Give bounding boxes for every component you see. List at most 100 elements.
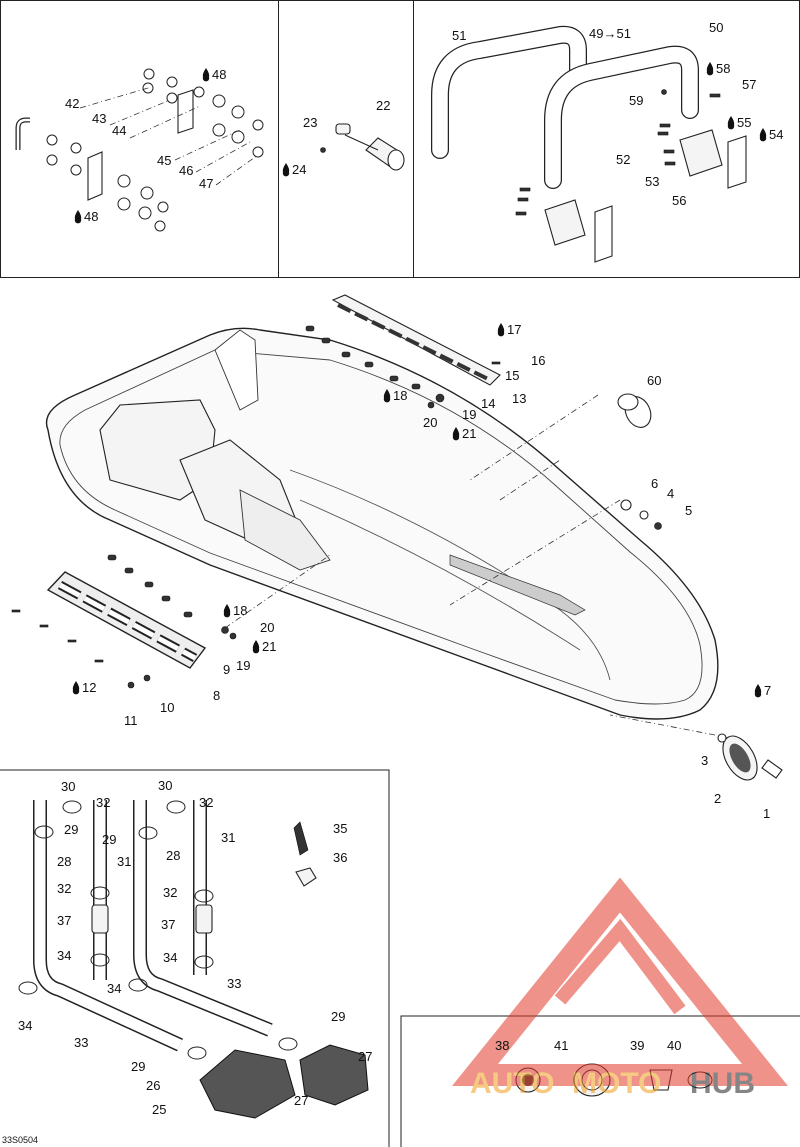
part-label-l21b: 21 [262, 639, 276, 654]
lower-footrest [11, 554, 237, 689]
leader-lines [224, 394, 716, 736]
oil-drop-icon [727, 116, 735, 130]
part-label-l59: 59 [629, 93, 643, 108]
part-label-l41: 41 [554, 1038, 568, 1053]
part-label-l21: 21 [462, 426, 476, 441]
part-label-l15: 15 [505, 368, 519, 383]
part-label-l29c: 29 [331, 1009, 345, 1024]
part-label-l31: 31 [117, 854, 131, 869]
part-label-l20: 20 [423, 415, 437, 430]
part-label-l14: 14 [481, 396, 495, 411]
part-label-l56: 56 [672, 193, 686, 208]
part-label-l32d: 32 [163, 885, 177, 900]
hose-assembly [18, 800, 369, 1119]
part-label-l54: 54 [769, 127, 783, 142]
part-label-l3: 3 [701, 753, 708, 768]
part-label-l9: 9 [223, 662, 230, 677]
part-label-l52: 52 [616, 152, 630, 167]
oil-drop-icon [252, 640, 260, 654]
part-label-l32: 32 [96, 795, 110, 810]
part-label-l19: 19 [462, 407, 476, 422]
part-label-l38: 38 [495, 1038, 509, 1053]
part-label-l30: 30 [61, 779, 75, 794]
oil-drop-icon [282, 163, 290, 177]
part-label-l24: 24 [292, 162, 306, 177]
oil-drop-icon [759, 128, 767, 142]
part-label-l49: 49→51 [589, 26, 631, 41]
part-label-l34: 34 [57, 948, 71, 963]
part-label-l27b: 27 [294, 1093, 308, 1108]
watermark-hub: HUB [690, 1067, 755, 1100]
upper-footrest [305, 294, 501, 409]
part-label-l28b: 28 [166, 848, 180, 863]
rear-handle-group [431, 25, 747, 263]
part-label-l26: 26 [146, 1078, 160, 1093]
oil-drop-icon [383, 389, 391, 403]
part-label-l42: 42 [65, 96, 79, 111]
part-label-l45: 45 [157, 153, 171, 168]
part-label-l17: 17 [507, 322, 521, 337]
part-label-l57: 57 [742, 77, 756, 92]
part-label-l33: 33 [227, 976, 241, 991]
part-label-l16: 16 [531, 353, 545, 368]
part-label-l37: 37 [57, 913, 71, 928]
part-label-l32b: 32 [199, 795, 213, 810]
part-label-l46: 46 [179, 163, 193, 178]
part-label-l19b: 19 [236, 658, 250, 673]
part-label-l50: 50 [709, 20, 723, 35]
hull [45, 327, 719, 720]
part-label-l34b: 34 [163, 950, 177, 965]
part-label-l20b: 20 [260, 620, 274, 635]
watermark-moto: MOTO [572, 1067, 661, 1100]
part-label-l35: 35 [333, 821, 347, 836]
part-label-l51: 51 [452, 28, 466, 43]
part-label-l13: 13 [512, 391, 526, 406]
oil-drop-icon [74, 210, 82, 224]
bow-parts [617, 393, 783, 781]
part-label-l60: 60 [647, 373, 661, 388]
part-label-l29b: 29 [102, 832, 116, 847]
oil-drop-icon [754, 684, 762, 698]
part-label-l8: 8 [213, 688, 220, 703]
part-label-l34d: 34 [18, 1018, 32, 1033]
part-label-l11: 11 [124, 713, 138, 728]
part-label-l58: 58 [716, 61, 730, 76]
part-label-l48: 48 [212, 67, 226, 82]
part-label-l18b: 18 [233, 603, 247, 618]
part-label-l32c: 32 [57, 881, 71, 896]
part-label-l2: 2 [714, 791, 721, 806]
oil-drop-icon [706, 62, 714, 76]
part-label-l29: 29 [64, 822, 78, 837]
part-label-l33b: 33 [74, 1035, 88, 1050]
oil-drop-icon [497, 323, 505, 337]
part-label-l47: 47 [199, 176, 213, 191]
part-label-l53: 53 [645, 174, 659, 189]
part-label-l48b: 48 [84, 209, 98, 224]
part-label-l4: 4 [667, 486, 674, 501]
part-label-l30b: 30 [158, 778, 172, 793]
oil-drop-icon [452, 427, 460, 441]
part-label-l27: 27 [358, 1049, 372, 1064]
part-label-l37b: 37 [161, 917, 175, 932]
part-label-l23: 23 [303, 115, 317, 130]
part-label-l18: 18 [393, 388, 407, 403]
part-label-l36: 36 [333, 850, 347, 865]
reference-code: 33S0504 [2, 1135, 38, 1145]
part-label-l10: 10 [160, 700, 174, 715]
part-label-l34c: 34 [107, 981, 121, 996]
part-label-l6: 6 [651, 476, 658, 491]
part-label-l29d: 29 [131, 1059, 145, 1074]
watermark-auto: AUTO [470, 1067, 554, 1100]
part-label-l43: 43 [92, 111, 106, 126]
grab-handle-group [15, 43, 264, 232]
part-label-l28: 28 [57, 854, 71, 869]
part-label-l40: 40 [667, 1038, 681, 1053]
watermark: AUTO MOTO HUB [452, 877, 788, 1100]
part-label-l7: 7 [764, 683, 771, 698]
part-label-l22: 22 [376, 98, 390, 113]
part-labels: 1234567891011121314151617181920211819202… [18, 20, 783, 1117]
part-label-l44: 44 [112, 123, 126, 138]
part-label-l12: 12 [82, 680, 96, 695]
part-label-l5: 5 [685, 503, 692, 518]
